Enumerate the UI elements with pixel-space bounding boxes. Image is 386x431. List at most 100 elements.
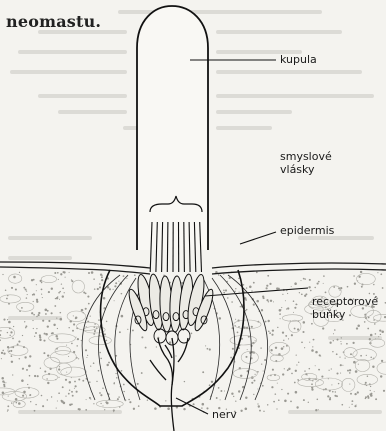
stipple-dot: [58, 279, 59, 280]
stipple-dot: [318, 409, 319, 410]
stipple-dot: [93, 278, 95, 280]
stipple-dot: [34, 336, 35, 337]
stipple-dot: [33, 279, 35, 281]
stipple-dot: [288, 368, 290, 370]
stipple-dot: [303, 399, 305, 401]
stipple-dot: [21, 307, 23, 309]
stipple-dot: [332, 351, 333, 352]
stipple-dot: [287, 307, 289, 309]
stipple-dot: [370, 357, 372, 359]
stipple-dot: [64, 292, 65, 293]
stipple-dot: [249, 286, 252, 289]
tissue-cell-outline: [96, 400, 123, 407]
stipple-dot: [93, 403, 94, 404]
stipple-dot: [57, 400, 58, 401]
stipple-dot: [33, 301, 34, 302]
stipple-dot: [56, 408, 57, 409]
stipple-dot: [303, 321, 306, 324]
stipple-dot: [39, 339, 41, 341]
stipple-dot: [297, 328, 299, 330]
tissue-cell-outline: [377, 362, 386, 374]
stipple-dot: [8, 350, 10, 352]
stipple-dot: [7, 405, 9, 407]
stipple-dot: [19, 272, 20, 273]
stipple-dot: [113, 289, 114, 290]
stipple-dot: [43, 340, 45, 342]
stipple-dot: [315, 365, 316, 366]
stipple-dot: [202, 403, 205, 406]
stipple-dot: [308, 402, 309, 403]
stipple-dot: [75, 316, 77, 318]
stipple-dot: [349, 384, 350, 385]
stipple-dot: [375, 333, 377, 335]
stipple-dot: [85, 409, 87, 411]
stipple-dot: [75, 337, 76, 338]
stipple-dot: [65, 277, 66, 278]
stipple-dot: [134, 274, 136, 276]
stipple-dot: [370, 386, 371, 387]
stipple-dot: [205, 345, 206, 346]
stipple-dot: [272, 369, 274, 371]
stipple-dot: [238, 326, 240, 328]
stipple-dot: [78, 358, 79, 359]
stipple-dot: [60, 273, 62, 275]
stipple-dot: [123, 384, 125, 386]
stipple-dot: [100, 274, 102, 276]
stipple-dot: [26, 290, 27, 291]
stipple-dot: [100, 394, 102, 396]
stipple-dot: [8, 321, 11, 324]
stipple-dot: [379, 329, 381, 331]
stipple-dot: [315, 409, 317, 411]
stipple-dot: [1, 377, 4, 380]
stipple-dot: [317, 399, 319, 401]
stipple-dot: [145, 347, 147, 349]
stipple-dot: [278, 399, 280, 401]
stipple-dot: [42, 320, 44, 322]
stipple-dot: [61, 283, 62, 284]
stipple-dot: [275, 347, 277, 349]
stipple-dot: [114, 300, 115, 301]
stipple-dot: [61, 400, 64, 403]
stipple-dot: [299, 292, 300, 293]
stipple-dot: [129, 401, 131, 403]
stipple-dot: [118, 396, 119, 397]
stipple-dot: [34, 375, 36, 377]
stipple-dot: [256, 272, 258, 274]
stipple-dot: [335, 391, 336, 392]
stipple-dot: [133, 408, 135, 410]
stipple-dot: [56, 297, 58, 299]
stipple-dot: [380, 375, 382, 377]
stipple-dot: [261, 309, 263, 311]
stipple-dot: [269, 332, 271, 334]
stipple-dot: [39, 334, 41, 336]
stipple-dot: [2, 350, 4, 352]
stipple-dot: [347, 286, 349, 288]
stipple-dot: [43, 352, 45, 354]
stipple-dot: [53, 324, 55, 326]
stipple-dot: [266, 299, 268, 301]
stipple-dot: [22, 368, 24, 370]
stipple-dot: [27, 384, 28, 385]
stipple-dot: [0, 334, 1, 336]
stipple-dot: [346, 343, 348, 345]
stipple-dot: [99, 352, 101, 354]
stipple-dot: [295, 391, 298, 394]
stipple-dot: [354, 393, 356, 395]
stipple-dot: [38, 314, 40, 316]
stipple-dot: [100, 358, 102, 360]
stipple-dot: [118, 281, 119, 282]
stipple-dot: [382, 287, 384, 289]
stipple-dot: [331, 368, 332, 369]
tissue-cell-outline: [0, 295, 21, 303]
stipple-dot: [183, 408, 185, 410]
tissue-cell-outline: [344, 348, 357, 358]
stipple-dot: [48, 320, 50, 322]
stipple-dot: [76, 345, 78, 347]
stipple-dot: [277, 327, 278, 328]
stipple-dot: [7, 332, 8, 333]
stipple-dot: [230, 357, 232, 359]
stipple-dot: [286, 308, 287, 309]
stipple-dot: [18, 402, 21, 405]
stipple-dot: [263, 370, 264, 371]
tissue-cell-outline: [267, 375, 280, 381]
